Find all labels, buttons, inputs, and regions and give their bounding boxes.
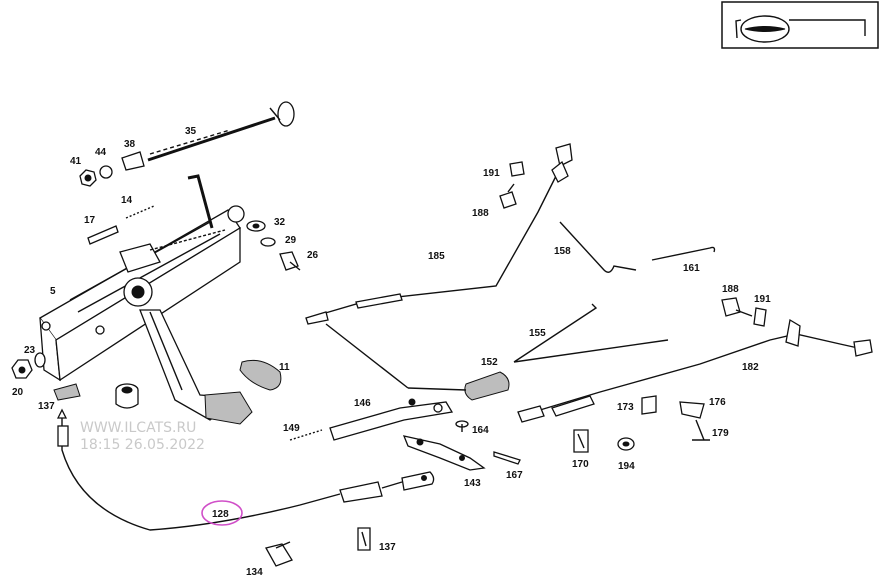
leader-lines bbox=[325, 323, 467, 391]
part-label-167: 167 bbox=[506, 470, 523, 481]
spring-161 bbox=[651, 246, 716, 261]
washers-and-bolt bbox=[246, 220, 301, 271]
part-label-11: 11 bbox=[279, 362, 290, 373]
part-label-26: 26 bbox=[307, 250, 319, 261]
part-label-191-top: 191 bbox=[483, 168, 500, 179]
nuts-and-clip bbox=[11, 352, 81, 401]
part-label-14: 14 bbox=[121, 195, 133, 206]
part-label-41: 41 bbox=[70, 156, 82, 167]
part-label-128: 128 bbox=[212, 509, 229, 520]
part-label-191-right: 191 bbox=[754, 294, 771, 305]
part-label-152: 152 bbox=[481, 357, 498, 368]
push-rod bbox=[79, 101, 295, 187]
part-label-38: 38 bbox=[124, 139, 136, 150]
part-label-170: 170 bbox=[572, 459, 589, 470]
cable-182 bbox=[517, 318, 873, 423]
nut-and-bolt-right bbox=[721, 297, 767, 327]
part-label-32: 32 bbox=[274, 217, 286, 228]
part-label-185: 185 bbox=[428, 251, 445, 262]
part-label-137-bottom: 137 bbox=[379, 542, 396, 553]
part-label-137-left: 137 bbox=[38, 401, 55, 412]
part-label-188-top: 188 bbox=[472, 208, 489, 219]
pedal-pad bbox=[239, 359, 282, 391]
part-label-23: 23 bbox=[24, 345, 36, 356]
small-fasteners bbox=[573, 395, 710, 453]
part-labels: 41 44 38 35 14 17 32 29 26 5 23 20 137 1… bbox=[12, 126, 771, 578]
part-label-146: 146 bbox=[354, 398, 371, 409]
part-label-134: 134 bbox=[246, 567, 263, 578]
part-label-143: 143 bbox=[464, 478, 481, 489]
pin bbox=[87, 225, 119, 245]
steering-wheel-icon bbox=[735, 15, 866, 43]
part-label-188-right: 188 bbox=[722, 284, 739, 295]
part-label-155: 155 bbox=[529, 328, 546, 339]
part-label-149: 149 bbox=[283, 423, 300, 434]
part-label-35: 35 bbox=[185, 126, 197, 137]
spring bbox=[125, 205, 155, 219]
part-label-194: 194 bbox=[618, 461, 635, 472]
pedal-bracket bbox=[39, 205, 245, 382]
brake-pedal-arm bbox=[139, 174, 253, 425]
part-label-179: 179 bbox=[712, 428, 729, 439]
nut-and-bolt-top bbox=[499, 161, 525, 209]
grommet-and-clip bbox=[265, 527, 371, 567]
highlight-circle bbox=[201, 500, 243, 526]
part-label-17: 17 bbox=[84, 215, 96, 226]
steering-wheel-icon-box bbox=[721, 1, 879, 49]
part-label-44: 44 bbox=[95, 147, 107, 158]
watermark-timestamp: 18:15 26.05.2022 bbox=[80, 437, 205, 453]
adjuster-assembly bbox=[289, 398, 521, 471]
spring-158 bbox=[559, 221, 637, 273]
part-label-182: 182 bbox=[742, 362, 759, 373]
cable-185 bbox=[305, 143, 573, 325]
part-label-158: 158 bbox=[554, 246, 571, 257]
part-label-20: 20 bbox=[12, 387, 24, 398]
part-label-5: 5 bbox=[50, 286, 56, 297]
watermark-site: WWW.ILCATS.RU bbox=[80, 420, 196, 436]
rubber-boot bbox=[464, 371, 510, 401]
rod-155 bbox=[513, 303, 669, 363]
part-label-164: 164 bbox=[472, 425, 489, 436]
part-label-29: 29 bbox=[285, 235, 297, 246]
part-label-161: 161 bbox=[683, 263, 700, 274]
cable-128 bbox=[56, 408, 435, 531]
part-label-176: 176 bbox=[709, 397, 726, 408]
rubber-bumper bbox=[115, 383, 139, 409]
part-label-173: 173 bbox=[617, 402, 634, 413]
